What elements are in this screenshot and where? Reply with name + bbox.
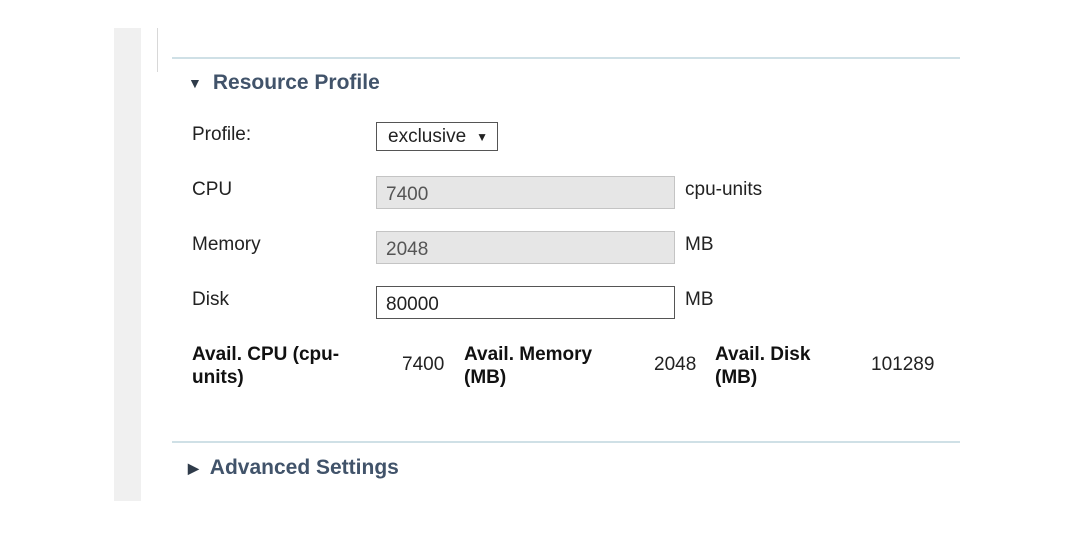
profile-select-value: exclusive xyxy=(388,125,467,147)
section-divider-top xyxy=(172,57,960,59)
advanced-settings-header[interactable]: ▶ Advanced Settings xyxy=(188,456,399,480)
avail-disk-value: 101289 xyxy=(871,354,935,375)
avail-memory-label-line2: (MB) xyxy=(464,367,507,388)
disk-unit: MB xyxy=(685,289,714,310)
cpu-label: CPU xyxy=(192,179,233,200)
avail-memory-label: Avail. Memory (MB) xyxy=(464,343,592,389)
left-rail xyxy=(114,28,141,501)
caret-down-icon: ▼ xyxy=(188,75,202,91)
caret-right-icon: ▶ xyxy=(188,459,199,476)
rail-divider xyxy=(157,28,158,72)
avail-disk-label: Avail. Disk (MB) xyxy=(715,343,810,389)
avail-cpu-label-line1: Avail. CPU (cpu- xyxy=(192,344,340,365)
memory-label: Memory xyxy=(192,234,261,255)
resource-profile-header[interactable]: ▼ Resource Profile xyxy=(188,71,380,95)
memory-input[interactable] xyxy=(376,231,675,264)
avail-disk-label-line1: Avail. Disk xyxy=(715,344,811,365)
profile-select[interactable]: exclusive ▼ xyxy=(376,122,498,151)
avail-memory-value: 2048 xyxy=(654,354,697,375)
avail-cpu-label-line2: units) xyxy=(192,367,244,388)
cpu-unit: cpu-units xyxy=(685,179,763,200)
avail-cpu-value: 7400 xyxy=(402,354,445,375)
avail-memory-label-line1: Avail. Memory xyxy=(464,344,593,365)
dropdown-caret-icon: ▼ xyxy=(476,129,489,144)
avail-disk-label-line2: (MB) xyxy=(715,367,758,388)
disk-label: Disk xyxy=(192,289,229,310)
section-divider-bottom xyxy=(172,441,960,443)
disk-input[interactable] xyxy=(376,286,675,319)
profile-label: Profile: xyxy=(192,124,252,145)
advanced-settings-title: Advanced Settings xyxy=(209,456,399,479)
memory-unit: MB xyxy=(685,234,714,255)
avail-cpu-label: Avail. CPU (cpu- units) xyxy=(192,343,339,389)
cpu-input[interactable] xyxy=(376,176,675,209)
resource-profile-title: Resource Profile xyxy=(212,71,380,94)
